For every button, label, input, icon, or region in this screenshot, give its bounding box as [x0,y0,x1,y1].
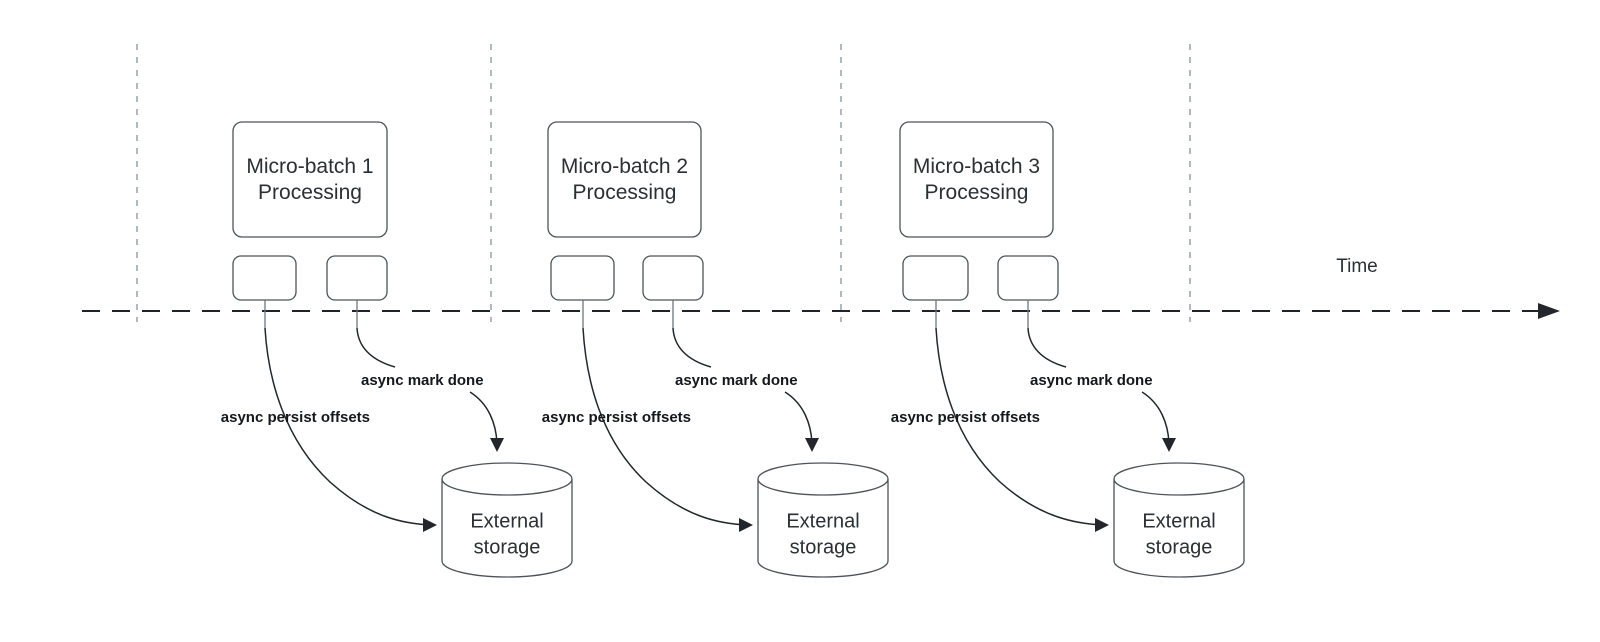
micro-batch-1-async-persist-offsets-edge [264,327,433,526]
micro-batch-3-async-persist-offsets-edge [935,327,1105,526]
micro-batch-3-async-persist-offsets-edge-label: async persist offsets [891,409,1040,426]
micro-batch-2-async-mark-done-edge-arrowhead [805,438,819,452]
time-axis-label: Time [1336,256,1378,277]
micro-batch-3-persist-offsets-marker[interactable] [902,255,969,301]
micro-batch-2-async-mark-done-edge-label: async mark done [675,372,798,389]
time-axis [82,303,1560,319]
external-storage-3-top [1113,462,1245,496]
micro-batch-1-mark-done-marker[interactable] [326,255,388,301]
external-storage-3-label-line2: storage [1146,536,1213,558]
micro-batch-3-label-line2: Processing [925,181,1029,204]
external-storage-2-label-line2: storage [790,536,857,558]
time-axis-arrowhead [1538,303,1560,319]
external-storage-1-top [441,462,573,496]
micro-batch-1-label-line2: Processing [258,181,362,204]
external-storage-2-top [757,462,889,496]
external-storage-2-body[interactable] [757,479,889,578]
micro-batch-3-async-mark-done-edge-arrowhead [1162,438,1176,452]
external-storage-3-body[interactable] [1113,479,1245,578]
external-storage-3-label-line1: External [1142,510,1215,532]
micro-batch-2-async-persist-offsets-edge-label: async persist offsets [542,409,691,426]
micro-batch-2-async-persist-offsets-edge-arrowhead [739,518,753,532]
external-storage-1-body[interactable] [441,479,573,578]
micro-batch-2-label-line2: Processing [573,181,677,204]
micro-batch-2-async-persist-offsets-edge [582,327,749,526]
shapes-layer [232,121,1245,578]
micro-batch-1-label-line1: Micro-batch 1 [246,155,373,178]
micro-batch-2-persist-offsets-marker[interactable] [550,255,615,301]
micro-batch-1-async-mark-done-edge-arrowhead [490,438,504,452]
external-storage-1-label-line2: storage [474,536,541,558]
micro-batch-1-box[interactable] [232,121,388,238]
micro-batch-3-label-line1: Micro-batch 3 [913,155,1040,178]
micro-batch-3-box[interactable] [899,121,1054,238]
micro-batch-3-async-persist-offsets-edge-arrowhead [1095,518,1109,532]
micro-batch-3-mark-done-marker[interactable] [997,255,1059,301]
micro-batch-1-persist-offsets-marker[interactable] [232,255,297,301]
micro-batch-1-async-mark-done-edge-label: async mark done [361,372,484,389]
micro-batch-1-async-persist-offsets-edge-label: async persist offsets [221,409,370,426]
external-storage-2-label-line1: External [786,510,859,532]
async-edges-layer [264,327,1176,532]
external-storage-1-label-line1: External [470,510,543,532]
micro-batch-2-box[interactable] [547,121,702,238]
micro-batch-2-label-line1: Micro-batch 2 [561,155,688,178]
micro-batch-2-mark-done-marker[interactable] [642,255,704,301]
micro-batch-1-async-persist-offsets-edge-arrowhead [423,518,437,532]
micro-batch-3-async-mark-done-edge-label: async mark done [1030,372,1153,389]
